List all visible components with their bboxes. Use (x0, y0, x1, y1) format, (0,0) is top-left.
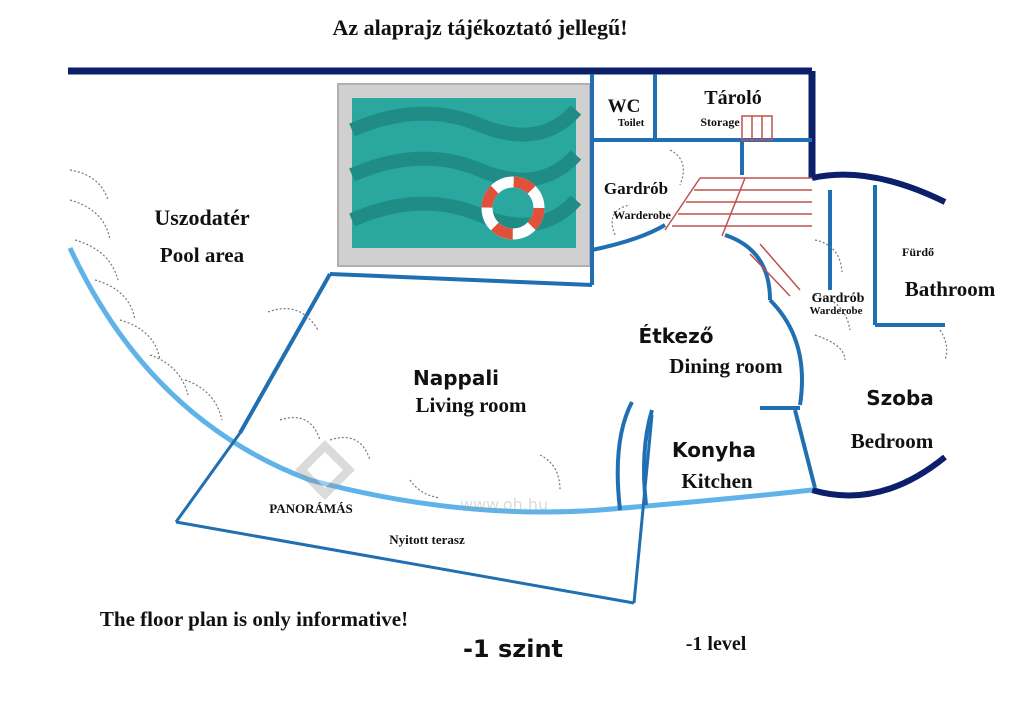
svg-text:www.oh.hu: www.oh.hu (460, 495, 548, 514)
living-en-label: Living room (415, 393, 527, 417)
glass-wall (67, 246, 813, 515)
living-label: Nappali (413, 366, 499, 390)
terrace-label: Nyitott terasz (389, 532, 465, 547)
bedroom-label: Bedroom (851, 429, 934, 453)
toilet-label: Toilet (618, 117, 645, 129)
level-hu-label: -1 szint (463, 635, 563, 663)
kitchen-label: Kitchen (681, 469, 752, 493)
dining-en-label: Dining room (669, 354, 783, 378)
pool-area-en-label: Pool area (160, 243, 245, 267)
wardrobe-label: Gardrób (604, 179, 668, 198)
outer-walls (68, 67, 947, 499)
wardrobe2-label: Gardrób (812, 291, 865, 306)
wardrobe-en-label: Warderobe (613, 208, 671, 222)
storage-en-label: Storage (700, 115, 740, 129)
pool-area-label: Uszodatér (154, 205, 250, 230)
door-swing-icon (69, 149, 948, 499)
wc-label: WC (608, 96, 641, 117)
bedroom-hu-label: Szoba (866, 386, 934, 410)
inner-walls (174, 74, 945, 605)
level-en-label: -1 level (686, 633, 747, 655)
stairs-icon (664, 115, 812, 297)
bathroom-hu-label: Fürdő (902, 245, 934, 259)
dining-label: Étkező (639, 324, 714, 348)
plan-title: Az alaprajz tájékoztató jellegű! (332, 15, 627, 40)
storage-label: Tároló (704, 87, 761, 109)
footer-note: The floor plan is only informative! (100, 607, 408, 631)
kitchen-hu-label: Konyha (672, 438, 756, 462)
pool (337, 83, 591, 267)
life-ring-icon (481, 176, 545, 240)
panoramic-label: PANORÁMÁS (269, 501, 353, 516)
watermark-logo-icon: www.oh.hu (295, 440, 548, 514)
bathroom-label: Bathroom (905, 277, 996, 301)
wardrobe2-en-label: Warderobe (810, 305, 863, 317)
